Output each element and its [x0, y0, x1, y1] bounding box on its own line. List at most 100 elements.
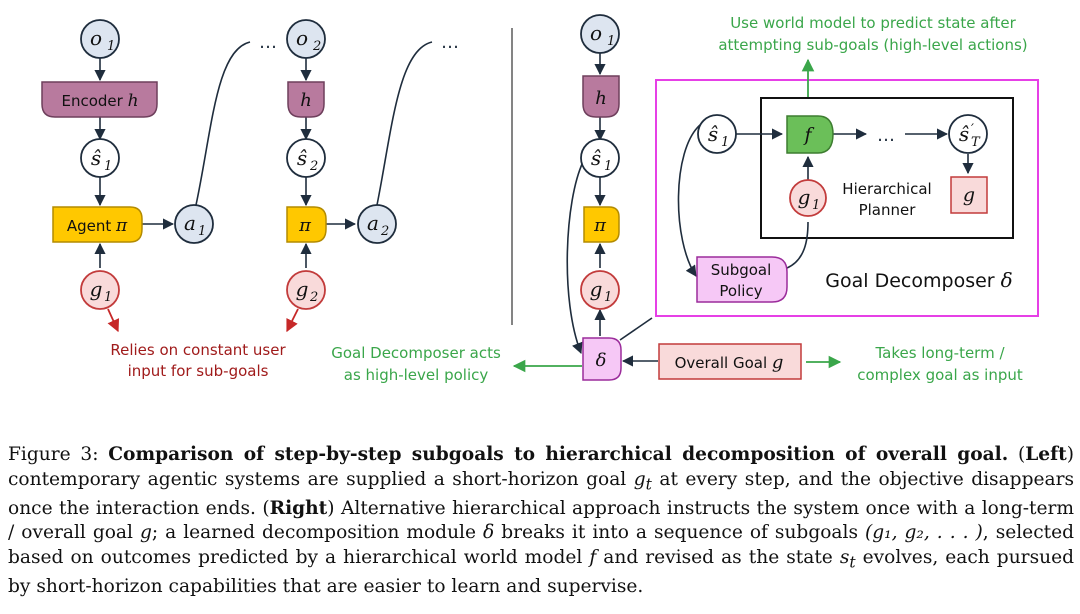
action-node-a1: a 1	[174, 204, 214, 244]
r-obs-node-o1: o 1	[580, 14, 620, 54]
svg-text:1: 1	[607, 34, 615, 49]
curve-subgoal-g1	[786, 221, 809, 269]
planner-label-line1: Hierarchical	[842, 180, 931, 198]
left-label: Left	[1025, 444, 1067, 465]
svg-text:o: o	[296, 26, 308, 50]
svg-text:f: f	[802, 124, 814, 146]
ellipsis-left-1: …	[259, 32, 277, 53]
caption-text: contemporary agentic systems are supplie…	[8, 468, 634, 490]
svg-text:h: h	[595, 88, 607, 109]
svg-text:δ: δ	[596, 350, 607, 371]
goal-node-g1: g 1	[80, 270, 120, 310]
figure-label: Figure 3:	[8, 444, 99, 465]
ellipsis-left-2: …	[441, 32, 459, 53]
left-panel: … … o 1 Encoder h ŝ 1 Agent π a 1	[41, 19, 459, 380]
caption-math: g	[139, 522, 152, 544]
caption-math: f	[589, 546, 597, 568]
svg-text:1: 1	[604, 290, 612, 305]
state-node-s2: ŝ 2	[286, 138, 326, 178]
caption-text: and revised as the state	[596, 546, 840, 568]
svg-text:Policy: Policy	[719, 282, 762, 300]
goal-decomposer-label: Goal Decomposer δ	[825, 268, 1012, 292]
svg-text:Encoder h: Encoder h	[61, 91, 138, 111]
curve-a1-next	[195, 41, 251, 206]
note-world-model-line2: attempting sub-goals (high-level actions…	[718, 36, 1027, 54]
svg-text:2: 2	[309, 290, 318, 305]
encoder-block: Encoder h	[41, 81, 158, 118]
svg-text:g: g	[296, 277, 309, 301]
line-delta-box	[619, 317, 653, 341]
r-encoder-block: h	[582, 75, 620, 118]
svg-text:1: 1	[604, 159, 612, 174]
svg-text:ŝ: ŝ	[91, 146, 101, 170]
svg-text:Overall Goal g: Overall Goal g	[675, 352, 784, 373]
caption-math: δ	[483, 522, 495, 544]
svg-text:ŝ: ŝ	[959, 122, 969, 146]
svg-text:1: 1	[107, 39, 115, 54]
overall-goal-box: Overall Goal g	[658, 343, 802, 380]
arrow-g2-note	[286, 308, 299, 333]
agent-block-2: π	[286, 206, 327, 243]
svg-text:2: 2	[380, 224, 389, 239]
svg-text:a: a	[367, 211, 379, 235]
caption-text: Alternative hierarchical approach instru…	[8, 497, 1074, 544]
curve-a2-next	[376, 41, 433, 206]
curve-inner-s1-subgoal	[677, 124, 701, 277]
svg-text:a: a	[184, 211, 196, 235]
note-world-model-line1: Use world model to predict state after	[730, 14, 1016, 32]
svg-text:2: 2	[312, 39, 321, 54]
svg-text:ŝ: ŝ	[297, 146, 307, 170]
goal-node-g2: g 2	[286, 270, 326, 310]
note-long-term-line2: complex goal as input	[857, 366, 1023, 384]
svg-text:ŝ: ŝ	[708, 122, 718, 146]
svg-text:Agent π: Agent π	[67, 216, 128, 236]
obs-node-o1: o 1	[80, 19, 120, 59]
svg-text:o: o	[590, 21, 602, 45]
note-user-input-line1: Relies on constant user	[110, 341, 286, 359]
svg-text:1: 1	[104, 159, 112, 174]
note-high-level-line2: as high-level policy	[344, 366, 489, 384]
inner-goal-node-g1: g 1	[789, 179, 827, 217]
r-state-node-s1: ŝ 1	[580, 138, 620, 178]
svg-text:o: o	[90, 26, 102, 50]
figure-title: Comparison of step-by-step subgoals to h…	[108, 444, 1009, 465]
caption-math: (g₁, g₂, . . . )	[865, 522, 983, 544]
note-long-term-line1: Takes long-term /	[874, 344, 1005, 362]
caption-text: breaks it into a sequence of subgoals	[494, 522, 865, 544]
svg-text:ŝ: ŝ	[591, 146, 601, 170]
inner-state-node-sT: ŝ ′ T	[948, 114, 988, 154]
agent-block: Agent π	[52, 206, 143, 243]
planner-label-line2: Planner	[859, 201, 917, 219]
svg-text:1: 1	[198, 224, 206, 239]
caption-math: s	[839, 546, 850, 568]
svg-text:π: π	[298, 215, 312, 236]
svg-text:π: π	[593, 215, 607, 236]
caption-text: , selected based on outcomes predicted b…	[8, 522, 1074, 568]
right-panel: o 1 h ŝ 1 π g 1 δ	[331, 14, 1039, 384]
inner-ellipsis: …	[877, 125, 895, 146]
r-goal-node-g1: g 1	[580, 270, 620, 310]
world-model-f-block: f	[786, 115, 834, 154]
svg-text:′: ′	[971, 122, 974, 137]
note-user-input-line2: input for sub-goals	[128, 362, 269, 380]
right-label: Right	[269, 497, 328, 519]
curve-s1-delta	[566, 161, 584, 355]
caption-text: evolves, each pursued by short-horizon c…	[8, 546, 1074, 597]
svg-text:g: g	[963, 184, 975, 206]
svg-text:1: 1	[721, 135, 729, 150]
svg-text:g: g	[90, 277, 103, 301]
action-node-a2: a 2	[357, 204, 397, 244]
goal-decomposer-box	[655, 79, 1039, 317]
svg-text:g: g	[590, 277, 603, 301]
caption-text: ; a learned decomposition module	[151, 522, 484, 544]
obs-node-o2: o 2	[286, 19, 326, 59]
figure-diagram: … … o 1 Encoder h ŝ 1 Agent π a 1	[41, 14, 1039, 384]
inner-state-node-s1: ŝ 1	[697, 114, 737, 154]
note-high-level-line1: Goal Decomposer acts	[331, 344, 501, 362]
state-node-s1: ŝ 1	[80, 138, 120, 178]
hierarchical-planner-box	[760, 97, 1014, 239]
caption-text: at every step, and the objective disappe…	[8, 468, 1074, 519]
svg-text:Subgoal: Subgoal	[711, 261, 772, 279]
caption-math: t	[645, 475, 652, 494]
arrow-g1-note	[107, 308, 120, 333]
